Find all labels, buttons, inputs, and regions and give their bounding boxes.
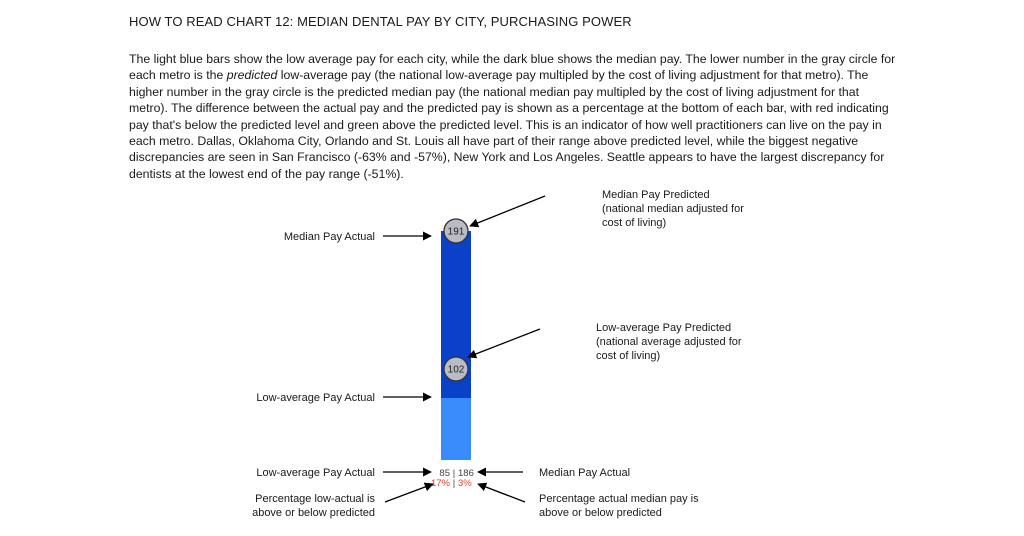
- arrow-median-predicted: [469, 195, 546, 228]
- label-pct-median-line1: Percentage actual median pay is: [539, 493, 699, 505]
- label-median-predicted-line1: Median Pay Predicted: [602, 189, 710, 201]
- low-predicted-value: 102: [448, 365, 465, 376]
- value-separator: |: [453, 468, 455, 479]
- label-pct-median-line2: above or below predicted: [539, 507, 662, 519]
- pct-separator: |: [453, 478, 455, 489]
- label-pct-low-line1: Percentage low-actual is: [255, 493, 375, 505]
- label-pct-low-line2: above or below predicted: [252, 507, 375, 519]
- median-predicted-circle: 191: [443, 218, 469, 244]
- label-low-predicted-line3: cost of living): [596, 350, 660, 362]
- median-predicted-value: 191: [448, 227, 465, 238]
- median-actual-value: 186: [458, 468, 474, 479]
- label-median-predicted-line3: cost of living): [602, 217, 666, 229]
- label-median-actual: Median Pay Actual: [284, 231, 375, 243]
- desc-part2: low-average pay (the national low-averag…: [129, 68, 889, 181]
- page-title: HOW TO READ CHART 12: MEDIAN DENTAL PAY …: [129, 14, 632, 29]
- arrow-pct-median: [477, 482, 526, 503]
- arrow-pct-low: [384, 482, 434, 503]
- low-average-pay-bar: [441, 398, 471, 460]
- description: The light blue bars show the low average…: [129, 51, 899, 182]
- arrow-low-predicted: [467, 328, 541, 359]
- label-median-actual-bottom: Median Pay Actual: [539, 467, 630, 479]
- label-median-predicted-line2: (national median adjusted for: [602, 203, 744, 215]
- low-pct-value: 17%: [431, 478, 451, 489]
- label-low-predicted-line1: Low-average Pay Predicted: [596, 322, 731, 334]
- low-predicted-circle: 102: [443, 356, 469, 382]
- label-low-actual-bottom: Low-average Pay Actual: [256, 467, 375, 479]
- median-pct-value: 3%: [458, 478, 472, 489]
- desc-part1: The light blue bars show the low average…: [129, 52, 896, 83]
- label-low-actual: Low-average Pay Actual: [256, 392, 375, 404]
- desc-italic: predicted: [226, 68, 278, 83]
- label-low-predicted-line2: (national average adjusted for: [596, 336, 742, 348]
- low-actual-value: 85: [439, 468, 450, 479]
